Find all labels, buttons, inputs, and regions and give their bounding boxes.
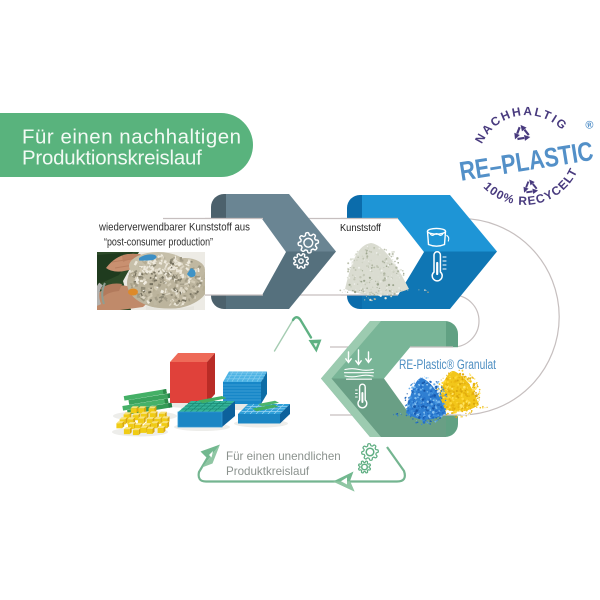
svg-text:Für einen nachhaltigen: Für einen nachhaltigen xyxy=(22,127,242,149)
svg-text:RE-Plastic® Granulat: RE-Plastic® Granulat xyxy=(399,357,496,372)
svg-text:wiederverwendbarer Kunststoff: wiederverwendbarer Kunststoff aus xyxy=(98,222,250,234)
svg-text:Produktionskreislauf: Produktionskreislauf xyxy=(22,148,202,170)
svg-text:®: ® xyxy=(585,119,595,132)
svg-text:Produktkreislauf: Produktkreislauf xyxy=(226,465,310,478)
svg-text:“post-consumer production”: “post-consumer production” xyxy=(104,237,213,249)
svg-text:Für einen unendlichen: Für einen unendlichen xyxy=(226,450,341,463)
svg-text:Kunststoff: Kunststoff xyxy=(340,222,381,234)
